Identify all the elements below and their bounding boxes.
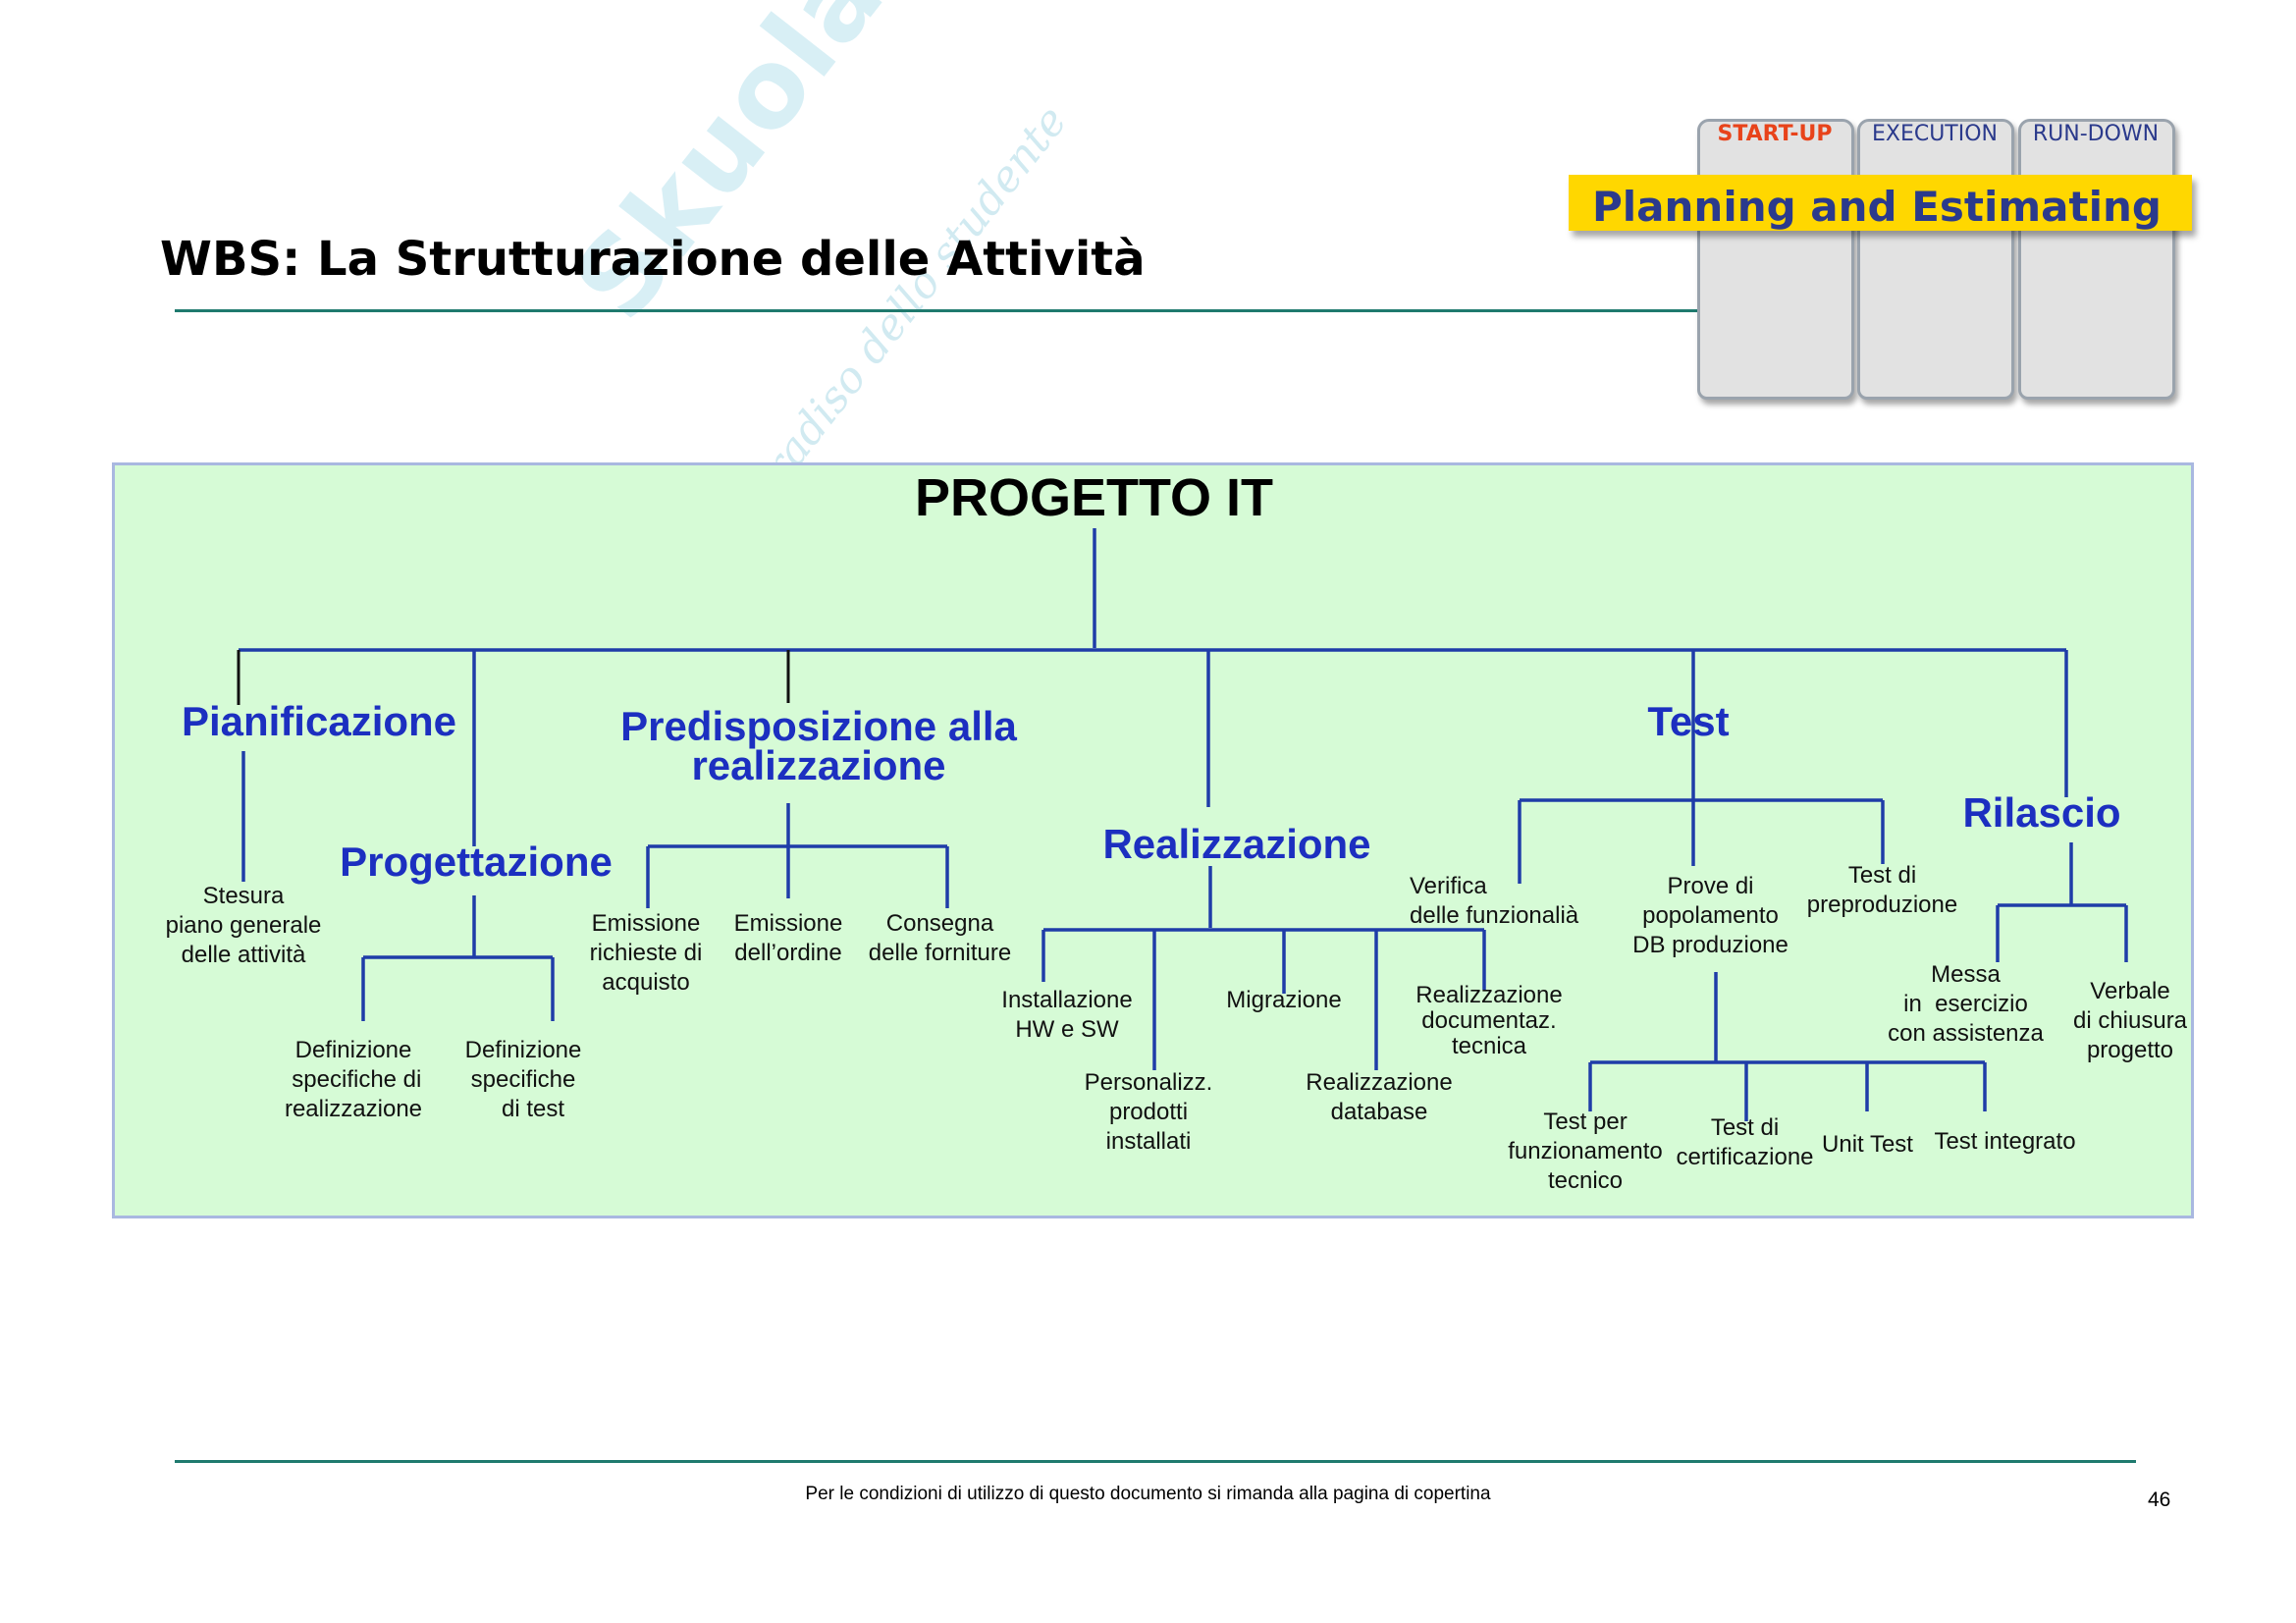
phase-tab-execution: [1857, 119, 2014, 400]
phase-banner: Planning and Estimating: [1569, 175, 2192, 231]
wbs-diagram-panel: [112, 462, 2194, 1218]
leaf-realizz-documentaz: Realizzazione documentaz. tecnica: [1415, 982, 1563, 1059]
leaf-test-certificazione: Test di certificazione: [1676, 1114, 1814, 1170]
leaf-unit-test: Unit Test: [1822, 1131, 1913, 1158]
branch-realizzazione: Realizzazione: [1102, 821, 1371, 867]
leaf-realizz-database: Realizzazione database: [1306, 1069, 1453, 1125]
phase-tab-startup: [1697, 119, 1854, 400]
leaf-emissione-ordine: Emissione dell’ordine: [733, 910, 843, 966]
leaf-test-integrato: Test integrato: [1934, 1128, 2076, 1155]
phase-label-rundown: RUN-DOWN: [2032, 122, 2160, 146]
wbs-root: PROGETTO IT: [915, 468, 1274, 527]
title-rule: [175, 309, 1706, 312]
page-number: 46: [2148, 1488, 2171, 1511]
phase-tab-rundown: [2018, 119, 2175, 400]
phase-label-startup: START-UP: [1717, 122, 1833, 146]
leaf-consegna: Consegna delle forniture: [868, 910, 1012, 966]
branch-rilascio: Rilascio: [1962, 789, 2121, 836]
footer-note: Per le condizioni di utilizzo di questo …: [805, 1484, 1491, 1504]
leaf-verbale: Verbale di chiusura progetto: [2072, 978, 2188, 1063]
phase-label-execution: EXECUTION: [1871, 122, 1999, 146]
branch-predisposizione: Predisposizione alla realizzazione: [620, 703, 1017, 788]
slide-title: WBS: La Strutturazione delle Attività: [160, 232, 1146, 287]
branch-pianificazione: Pianificazione: [181, 698, 457, 744]
leaf-prove-popolamento: Prove di popolamento DB produzione: [1632, 873, 1789, 958]
branch-test: Test: [1647, 698, 1730, 744]
leaf-personalizz: Personalizz. prodotti installati: [1084, 1069, 1213, 1155]
leaf-test-preproduzione: Test di preproduzione: [1806, 862, 1958, 918]
leaf-emissione-richieste: Emissione richieste di acquisto: [589, 910, 703, 996]
leaf-stesura: Stesura piano generale delle attività: [165, 883, 322, 968]
branch-progettazione: Progettazione: [340, 839, 613, 885]
leaf-verifica: Verifica delle funzionalià: [1410, 873, 1579, 929]
footer-rule: [175, 1460, 2136, 1463]
leaf-messa-esercizio: Messa in esercizio con assistenza: [1888, 961, 2044, 1047]
leaf-test-funzionamento: Test per funzionamento tecnico: [1508, 1109, 1663, 1194]
leaf-migrazione: Migrazione: [1226, 987, 1342, 1013]
leaf-def-realizzazione: Definizione specifiche di realizzazione: [284, 1037, 423, 1122]
leaf-installazione: Installazione HW e SW: [1001, 987, 1133, 1043]
leaf-def-test: Definizione specifiche di test: [464, 1037, 582, 1122]
banner-title: Planning and Estimating: [1592, 183, 2162, 231]
